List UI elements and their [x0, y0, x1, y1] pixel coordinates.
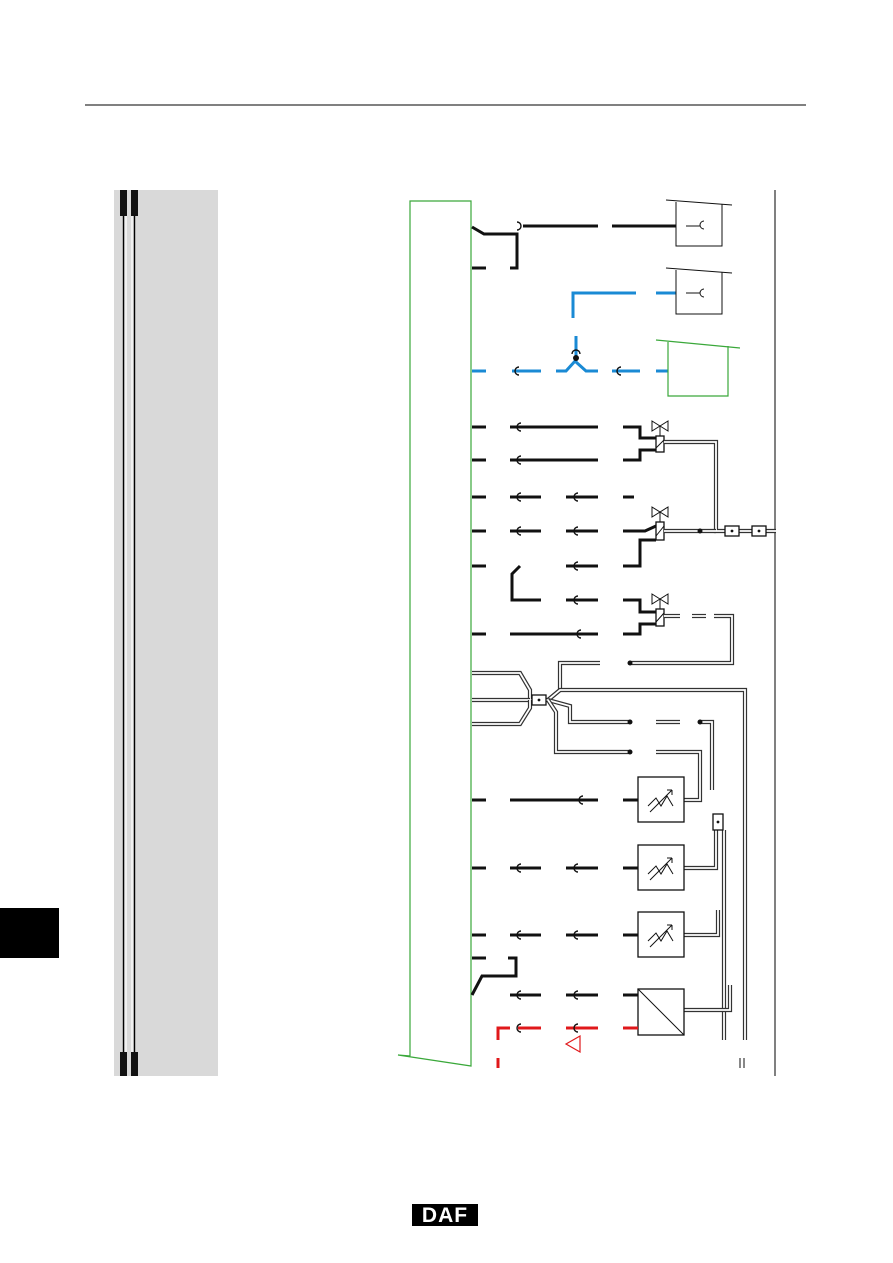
- row-1-wiring: [471, 221, 676, 270]
- sensor-2: [637, 844, 685, 891]
- row-2-wiring: [571, 291, 676, 318]
- sensor-rows-wiring: [470, 795, 638, 1000]
- sensor-1: [637, 776, 685, 823]
- control-unit-outline: [397, 200, 472, 1067]
- red-wire-row: [496, 1023, 638, 1068]
- daf-logo: DAF: [412, 1204, 478, 1227]
- shielded-cables: [472, 439, 776, 1068]
- connector-socket-1: [665, 199, 733, 247]
- section-tab: [0, 908, 59, 958]
- green-unit-box: [655, 339, 741, 397]
- solenoid-valve-2: [651, 506, 669, 541]
- connector-socket-2: [665, 267, 733, 315]
- ecu-box: [637, 988, 685, 1036]
- row-3-wiring: [472, 336, 668, 376]
- sidebar-bus: [114, 190, 218, 1076]
- daf-logo-text: DAF: [422, 1204, 468, 1227]
- valve-rows-wiring: [472, 422, 657, 639]
- sensor-3: [637, 911, 685, 958]
- splice-blocks: [531, 525, 767, 831]
- solenoid-valve-3: [651, 593, 669, 627]
